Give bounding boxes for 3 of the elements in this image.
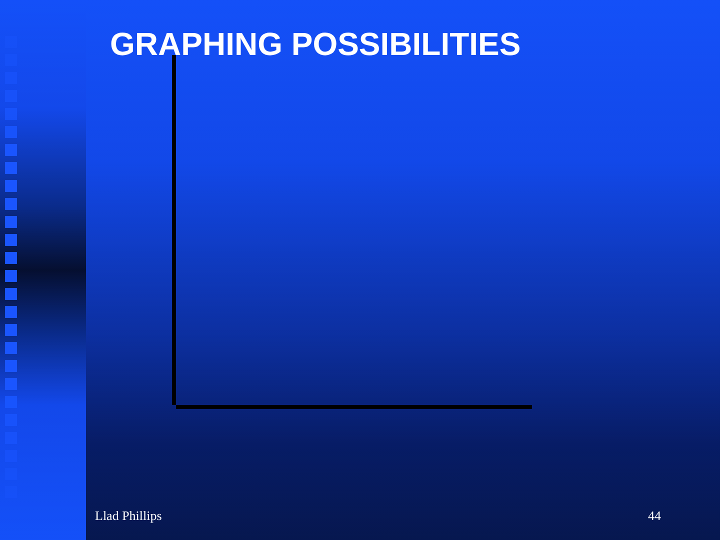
author-name: Llad Phillips — [95, 508, 162, 524]
page-number: 44 — [648, 508, 661, 524]
slide-title: GRAPHING POSSIBILITIES — [110, 25, 521, 64]
